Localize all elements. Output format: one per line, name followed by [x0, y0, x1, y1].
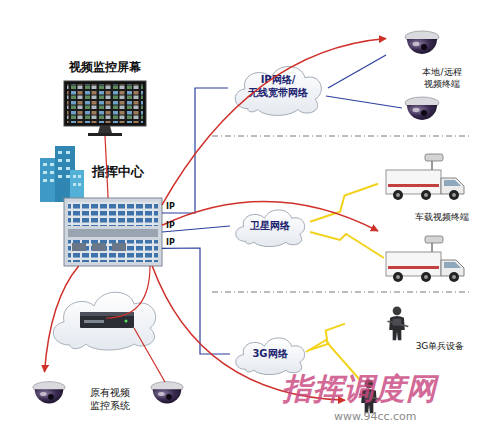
- command-console: 指挥中心: [64, 198, 162, 266]
- terminal-group: 3G单兵设备: [345, 300, 475, 418]
- watermark: 指挥调度网: [282, 372, 437, 406]
- network-cloud: 卫星网络: [230, 205, 310, 247]
- node-label: 指挥中心: [92, 164, 162, 179]
- legacy-system: 原有视频 监控系统: [28, 372, 193, 428]
- video-stream-arrow: [152, 266, 345, 400]
- node-label: 卫星网络: [230, 219, 310, 232]
- node-label: 本地/远程 视频终端: [408, 66, 476, 90]
- video-stream-arrow: [45, 266, 79, 372]
- video-stream-arrow: [162, 201, 378, 231]
- video-stream-arrow: [105, 136, 108, 198]
- network-link: [162, 226, 230, 232]
- network-link: [162, 88, 228, 213]
- edge-label: IP: [166, 221, 175, 231]
- edge-label: IP: [166, 202, 175, 212]
- terminal-group: 车载视频终端: [378, 150, 476, 285]
- network-cloud: IP网络/ 无线宽带网络: [228, 60, 328, 116]
- terminal-group: 本地/远程 视频终端: [386, 22, 476, 132]
- network-cloud: 3G网络: [230, 333, 310, 375]
- node-label: 视频监控屏幕: [52, 60, 158, 74]
- wireless-link: [310, 324, 345, 350]
- node-label: 3G网络: [230, 347, 310, 360]
- node-label: IP网络/ 无线宽带网络: [242, 73, 314, 99]
- node-label: 原有视频 监控系统: [80, 386, 140, 412]
- monitor-screen: 视频监控屏幕: [62, 80, 148, 136]
- cloud-outline: [235, 67, 321, 116]
- watermark-url: www.94cc.com: [334, 410, 417, 423]
- network-link: [328, 55, 386, 88]
- node-label: 3G单兵设备: [409, 340, 471, 352]
- network-link: [162, 248, 230, 354]
- edge-label: IP: [166, 238, 175, 248]
- node-label: 车载视频终端: [408, 211, 476, 223]
- video-stream-arrow: [162, 39, 386, 205]
- wireless-link: [310, 184, 378, 222]
